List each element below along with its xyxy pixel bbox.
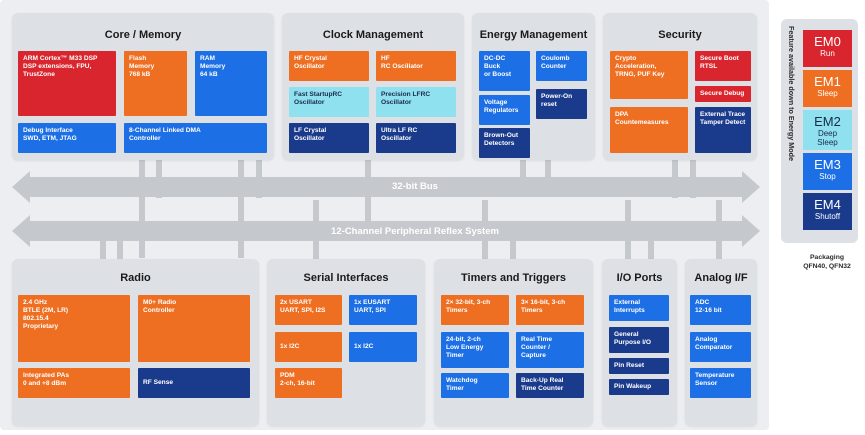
panel-radio: Radio 2.4 GHz BTLE (2M, LR) 802.15.4 Pro…: [12, 259, 259, 426]
connector: [238, 158, 244, 258]
connector: [648, 238, 654, 262]
packaging-label: Packaging QFN40, QFN32: [803, 254, 851, 270]
panel-analog-if: Analog I/F ADC 12-16 bit Analog Comparat…: [685, 259, 757, 426]
panel-title: I/O Ports: [616, 272, 663, 284]
panel-title: Core / Memory: [104, 29, 182, 41]
block-usart: 2x USART UART, SPI, I2S: [275, 295, 342, 325]
block-secure-boot: Secure Boot RTSL: [695, 51, 751, 81]
em2-badge: EM2 Deep Sleep: [803, 110, 852, 150]
em-label: Run: [820, 49, 835, 58]
panel-io-ports: I/O Ports External Interrupts General Pu…: [602, 259, 677, 426]
block-i2c-1: 1x I2C: [349, 332, 417, 362]
block-dcdc: DC-DC Buck or Boost: [479, 51, 530, 91]
block-secure-debug: Secure Debug: [695, 86, 751, 102]
em-label: Stop: [819, 172, 836, 181]
connector: [545, 158, 551, 178]
panel-clock-management: Clock Management HF Crystal Oscillator H…: [282, 13, 464, 160]
block-lf-crystal: LF Crystal Oscillator: [289, 123, 369, 153]
bus-32bit-label: 32-bit Bus: [392, 181, 438, 192]
em-label: Shutoff: [814, 212, 841, 221]
block-i2c-0: 1x I2C: [275, 332, 342, 362]
panel-title: Energy Management: [479, 29, 588, 41]
block-radio-band: 2.4 GHz BTLE (2M, LR) 802.15.4 Proprieta…: [18, 295, 130, 362]
em4-badge: EM4 Shutoff: [803, 193, 852, 230]
panel-security: Security Crypto Acceleration, TRNG, PUF …: [603, 13, 757, 160]
em0-badge: EM0 Run: [803, 30, 852, 67]
block-brown-out: Brown-Out Detectors: [479, 128, 530, 158]
panel-title: Security: [658, 29, 702, 41]
block-hf-rc: HF RC Oscillator: [376, 51, 456, 81]
em-code: EM4: [814, 197, 841, 212]
block-m0-radio-controller: M0+ Radio Controller: [138, 295, 250, 362]
block-pin-reset: Pin Reset: [609, 358, 669, 374]
block-16bit-timers: 3× 16-bit, 3-ch Timers: [516, 295, 584, 325]
em-code: EM1: [814, 74, 841, 89]
panel-serial-interfaces: Serial Interfaces 2x USART UART, SPI, I2…: [267, 259, 425, 426]
block-ultra-lf-rc: Ultra LF RC Oscillator: [376, 123, 456, 153]
block-flash: Flash Memory 768 kB: [124, 51, 187, 116]
block-temperature-sensor: Temperature Sensor: [690, 368, 751, 398]
block-crypto: Crypto Acceleration, TRNG, PUF Key: [610, 51, 688, 99]
block-letimer: 24-bit, 2-ch Low Energy Timer: [441, 332, 509, 368]
block-integrated-pas: Integrated PAs 0 and +8 dBm: [18, 368, 130, 398]
em-label: Sleep: [817, 89, 838, 98]
panel-title: Serial Interfaces: [303, 272, 389, 284]
block-dma: 8-Channel Linked DMA Controller: [124, 123, 267, 153]
connector: [520, 158, 526, 178]
block-precision-lfrc: Precision LFRC Oscillator: [376, 87, 456, 117]
block-debug: Debug Interface SWD, ETM, JTAG: [18, 123, 116, 153]
connector: [139, 158, 145, 258]
block-pdm: PDM 2-ch, 16-bit: [275, 368, 342, 398]
connector: [117, 238, 123, 263]
connector: [100, 238, 106, 263]
panel-title: Clock Management: [322, 29, 424, 41]
block-voltage-regulators: Voltage Regulators: [479, 95, 530, 125]
block-dpa: DPA Countemeasures: [610, 107, 688, 153]
block-ram: RAM Memory 64 kB: [195, 51, 267, 116]
em-code: EM2: [814, 114, 841, 129]
block-32bit-timers: 2× 32-bit, 3-ch Timers: [441, 295, 509, 325]
panel-timers-triggers: Timers and Triggers 2× 32-bit, 3-ch Time…: [434, 259, 593, 426]
em1-badge: EM1 Sleep: [803, 70, 852, 107]
bus-32bit-arrow: [12, 171, 760, 203]
em-code: EM0: [814, 34, 841, 49]
block-rf-sense: RF Sense: [138, 368, 250, 398]
block-watchdog: Watchdog Timer: [441, 373, 509, 398]
panel-energy-management: Energy Management DC-DC Buck or Boost Co…: [472, 13, 595, 160]
block-external-interrupts: External Interrupts: [609, 295, 669, 321]
connector: [510, 238, 516, 262]
block-fast-startup-rc: Fast StartupRC Oscillator: [289, 87, 369, 117]
block-power-on-reset: Power-On reset: [536, 89, 587, 119]
panel-title: Timers and Triggers: [461, 272, 566, 284]
block-adc: ADC 12-16 bit: [690, 295, 751, 325]
em3-badge: EM3 Stop: [803, 153, 852, 190]
panel-title: Radio: [120, 272, 151, 284]
bus-prs-arrow: [12, 215, 760, 247]
block-analog-comparator: Analog Comparator: [690, 332, 751, 362]
panel-title: Analog I/F: [694, 272, 748, 284]
em-code: EM3: [814, 157, 841, 172]
block-eusart: 1x EUSART UART, SPI: [349, 295, 417, 325]
block-coulomb-counter: Coulomb Counter: [536, 51, 587, 81]
energy-mode-note: Feature available down to Energy Mode: [787, 26, 796, 161]
block-cpu: ARM Cortex™ M33 DSP DSP extensions, FPU,…: [18, 51, 116, 116]
block-backup-rtc: Back-Up Real Time Counter: [516, 373, 584, 398]
block-diagram-canvas: 32-bit Bus 12-Channel Peripheral Reflex …: [0, 0, 769, 430]
block-rtc: Real Time Counter / Capture: [516, 332, 584, 368]
panel-core-memory: Core / Memory ARM Cortex™ M33 DSP DSP ex…: [12, 13, 274, 160]
block-gpio: General Purpose I/O: [609, 327, 669, 353]
block-hf-crystal: HF Crystal Oscillator: [289, 51, 369, 81]
block-tamper-detect: External Trace Tamper Detect: [695, 107, 751, 153]
bus-prs-label: 12-Channel Peripheral Reflex System: [331, 226, 499, 237]
em-label: Deep Sleep: [817, 129, 838, 147]
block-pin-wakeup: Pin Wakeup: [609, 379, 669, 395]
